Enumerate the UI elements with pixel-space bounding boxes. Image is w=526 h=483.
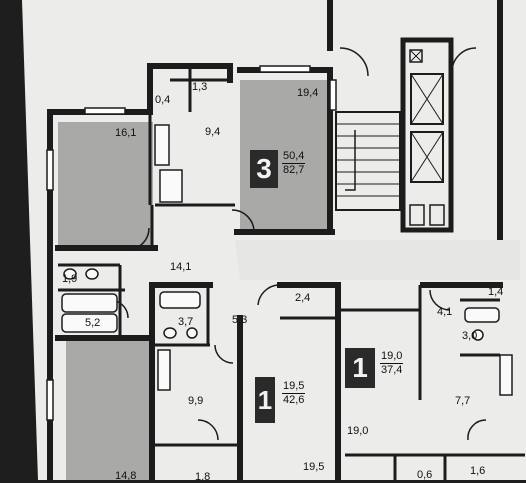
rooms-badge-3: 3 xyxy=(250,150,278,188)
room-area-label: 1,9 xyxy=(62,273,78,285)
room-area-label: 5,2 xyxy=(85,317,101,329)
rooms-badge-1a: 1 xyxy=(255,377,275,423)
room-area-label: 1,3 xyxy=(192,81,208,93)
room-area-label: 4,1 xyxy=(437,306,453,318)
living-area: 50,4 xyxy=(282,150,306,164)
total-area: 82,7 xyxy=(283,164,305,176)
area-fraction-1b: 19,0 37,4 xyxy=(380,350,404,377)
room-area-label: 1,8 xyxy=(195,471,211,483)
room-area-label: 0,6 xyxy=(417,469,433,481)
room-area-label: 9,9 xyxy=(188,395,204,407)
room-area-label: 0,4 xyxy=(155,94,171,106)
fixtures xyxy=(61,124,513,396)
room-area-label: 5,3 xyxy=(232,314,248,326)
room-area-label: 3,7 xyxy=(178,316,194,328)
room-area-label: 9,4 xyxy=(205,126,221,138)
room-area-label: 1,6 xyxy=(470,465,486,477)
total-area: 37,4 xyxy=(381,364,403,376)
room-area-label: 2,4 xyxy=(295,292,311,304)
room-area-label: 7,7 xyxy=(455,395,471,407)
living-area: 19,0 xyxy=(380,350,404,364)
windows xyxy=(46,65,337,421)
corridor xyxy=(235,240,520,280)
building-core xyxy=(335,37,454,233)
room-area-label: 14,1 xyxy=(170,261,192,273)
area-fraction-1a: 19,5 42,6 xyxy=(282,380,306,407)
room-area-label: 3,0 xyxy=(462,330,478,342)
room-area-label: 16,1 xyxy=(115,127,137,139)
rooms-badge-1b: 1 xyxy=(345,348,375,388)
area-fraction-3: 50,4 82,7 xyxy=(282,150,306,177)
room-area-label: 19,0 xyxy=(347,425,369,437)
partitions xyxy=(58,66,525,480)
total-area: 42,6 xyxy=(283,394,305,406)
room-16-1-fill xyxy=(58,122,153,247)
room-area-label: 14,8 xyxy=(115,470,137,482)
door-swings xyxy=(109,47,487,441)
room-area-label: 19,5 xyxy=(303,461,325,473)
room-area-label: 1,4 xyxy=(488,286,504,298)
room-area-label: 19,4 xyxy=(297,87,319,99)
living-area: 19,5 xyxy=(282,380,306,394)
room-14-8-fill xyxy=(66,340,152,480)
